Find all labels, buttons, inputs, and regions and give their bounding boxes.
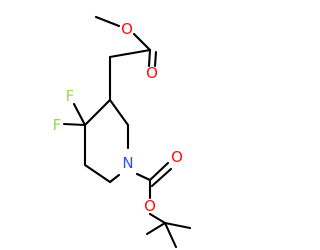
atom-labels: O O F F N O O [53,20,183,215]
molecule-structure: O O F F N O O [53,15,192,249]
bond-carbonyl-ch2 [108,48,152,59]
bond-tert-me-right [163,221,192,230]
bond-c4-f-lower [62,122,87,127]
bond-n-boc-c [135,172,152,182]
bond-o-carbonyl-c [132,32,152,52]
bond-c3-c4 [83,98,112,127]
bond-o-tert-c [148,212,167,225]
bond-ester-c-eq-o-1 [147,48,152,68]
bond-c6-n [108,173,121,184]
atom-o-boc-ether: O [144,197,156,215]
atom-o-boc-carbonyl: O [171,148,183,166]
bonds [62,15,192,249]
bond-c5-c6 [83,163,112,184]
bond-tert-me-down [163,221,178,249]
bond-boc-c-eq-o-1 [148,161,170,182]
bond-methyl-o [94,15,121,28]
atom-f-lower: F [53,116,62,134]
bond-c3-c2 [108,98,130,127]
bond-ester-c-eq-o-2 [153,50,158,68]
bond-c4-f-upper [72,102,87,127]
atom-n-ring: N [122,154,133,172]
atom-o-ester-carbonyl: O [146,64,158,82]
bond-boc-c-eq-o-2 [150,167,173,188]
bond-tert-me-left [145,221,167,236]
atom-f-upper: F [66,87,75,105]
atom-o-ester-methoxy: O [121,20,133,38]
